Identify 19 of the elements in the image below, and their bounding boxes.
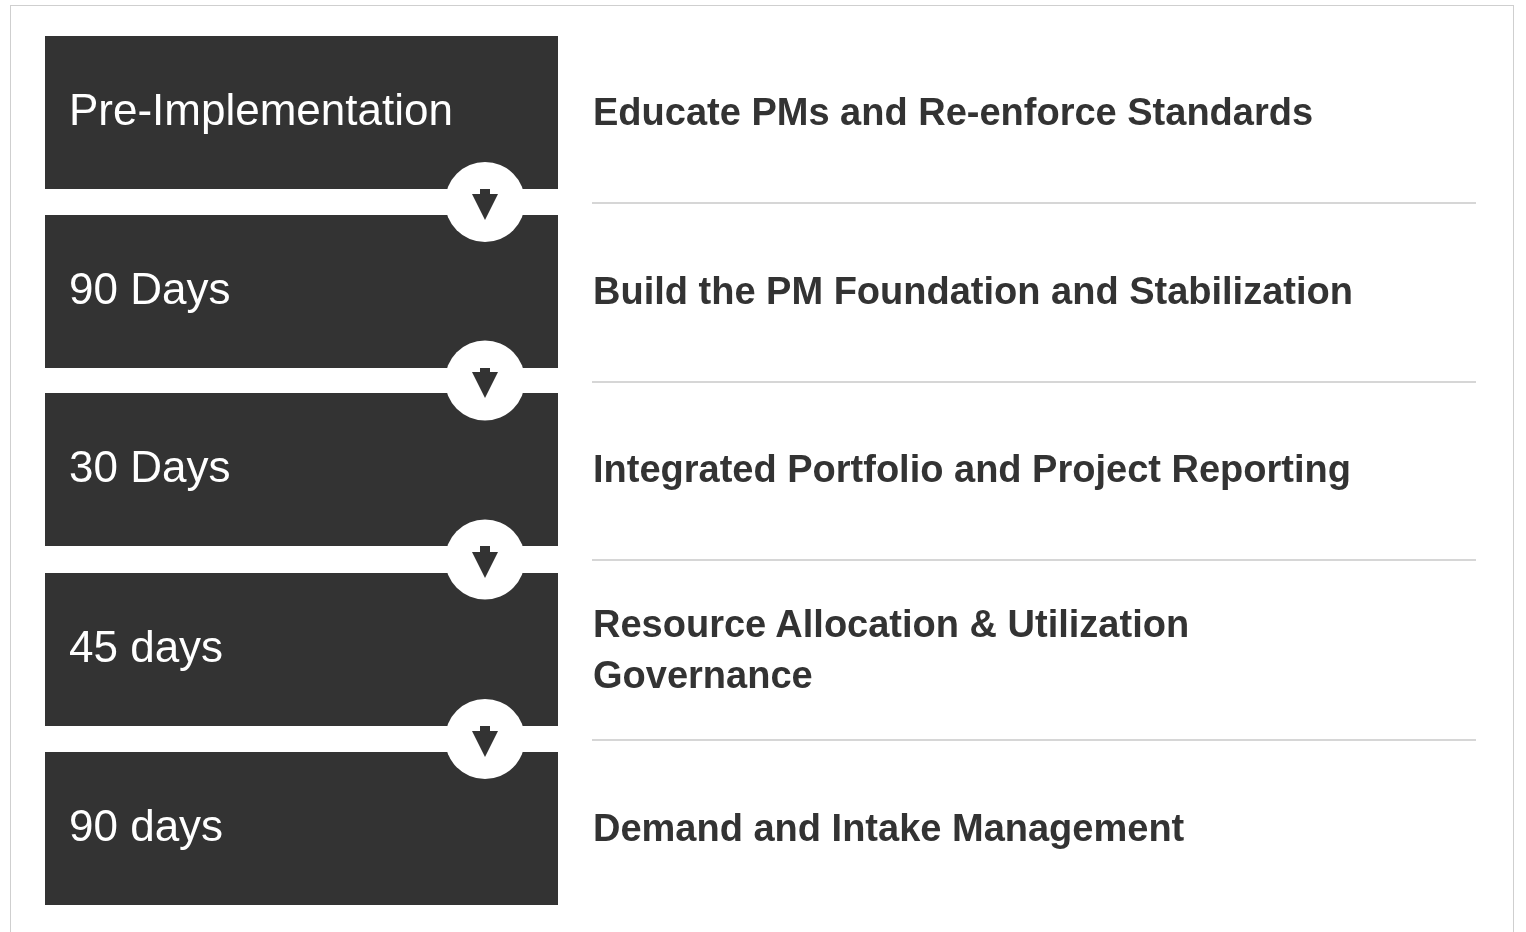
phase-duration: 90 days xyxy=(69,800,224,851)
phase-box xyxy=(45,752,558,905)
arrow-connector xyxy=(445,699,525,779)
arrow-connector xyxy=(445,519,525,600)
phase-box xyxy=(45,36,558,189)
phase-duration: Pre-Implementation xyxy=(69,84,453,135)
arrow-connector xyxy=(445,162,525,242)
phase-duration: 90 Days xyxy=(69,263,231,314)
phase-description: Educate PMs and Re-enforce Standards xyxy=(593,90,1314,135)
arrow-connector xyxy=(445,340,525,421)
phase-box xyxy=(45,393,558,546)
phase-description: Build the PM Foundation and Stabilization xyxy=(593,269,1353,314)
phase-duration: 45 days xyxy=(69,621,224,672)
phase-description: Demand and Intake Management xyxy=(593,806,1185,851)
phase-box xyxy=(45,573,558,726)
phase-box xyxy=(45,215,558,368)
phase-duration: 30 Days xyxy=(69,441,231,492)
phase-description: Resource Allocation & Utilization Governance xyxy=(593,601,1191,698)
phase-description: Integrated Portfolio and Project Reporting xyxy=(593,447,1351,492)
